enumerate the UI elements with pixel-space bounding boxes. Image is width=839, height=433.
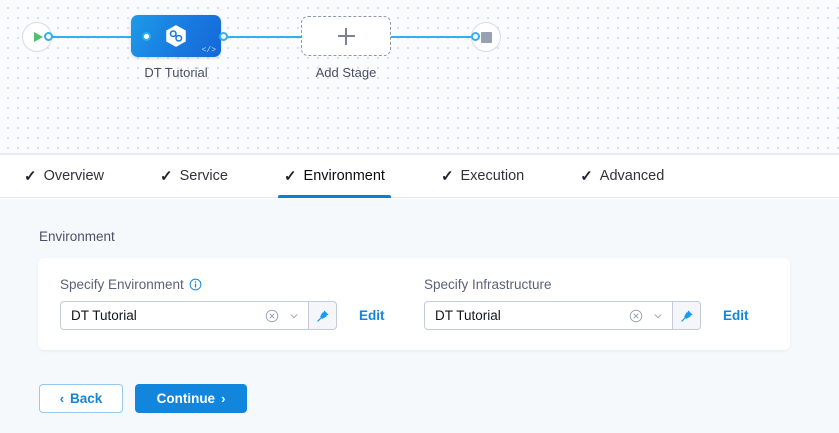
chevron-down-icon[interactable]	[288, 310, 300, 322]
pipeline-canvas[interactable]: </> DT Tutorial Add Stage	[0, 0, 839, 155]
specify-infrastructure-row: DT Tutorial Edit	[424, 301, 749, 330]
infrastructure-edit-link[interactable]: Edit	[723, 308, 749, 323]
add-stage-node[interactable]	[301, 16, 391, 56]
pipeline-edge-start-to-stage	[44, 36, 147, 38]
pipeline-edge-stage-to-add	[224, 36, 301, 38]
specify-environment-label: Specify Environment	[60, 277, 184, 292]
code-badge: </>	[201, 46, 216, 55]
connector-dot-stage-in[interactable]	[142, 32, 151, 41]
connector-dot-stage-out[interactable]	[219, 32, 228, 41]
check-icon: ✓	[283, 167, 297, 185]
circle-x-icon[interactable]	[265, 309, 279, 323]
infrastructure-select[interactable]: DT Tutorial	[424, 301, 673, 330]
back-button-label: Back	[70, 391, 103, 406]
tab-label: Environment	[303, 168, 385, 184]
chevron-left-icon: ‹	[59, 391, 65, 406]
back-button[interactable]: ‹ Back	[39, 384, 123, 413]
environment-select[interactable]: DT Tutorial	[60, 301, 309, 330]
info-icon[interactable]	[189, 278, 202, 291]
connector-dot-end[interactable]	[471, 32, 480, 41]
tab-label: Execution	[460, 168, 525, 184]
section-title: Environment	[39, 229, 115, 244]
connector-dot-start[interactable]	[44, 32, 53, 41]
pipeline-stage-label: DT Tutorial	[144, 65, 208, 80]
tab-label: Overview	[43, 168, 105, 184]
environment-select-value: DT Tutorial	[71, 308, 137, 323]
specify-infrastructure-label-row: Specify Infrastructure	[424, 276, 749, 293]
environment-pin-button[interactable]	[309, 301, 337, 330]
play-icon	[34, 32, 43, 42]
stop-icon	[480, 31, 492, 43]
circle-x-icon[interactable]	[629, 309, 643, 323]
wizard-footer: ‹ Back Continue ›	[39, 384, 247, 413]
step-tabs: ✓ Overview ✓ Service ✓ Environment ✓ Exe…	[0, 155, 839, 198]
environment-edit-link[interactable]: Edit	[359, 308, 385, 323]
pin-icon	[680, 309, 693, 322]
chevron-right-icon: ›	[221, 391, 226, 406]
continue-button[interactable]: Continue ›	[135, 384, 247, 413]
tab-label: Service	[179, 168, 228, 184]
specify-environment-group: Specify Environment DT Tutorial	[60, 276, 385, 330]
infrastructure-pin-button[interactable]	[673, 301, 701, 330]
pipeline-edge-add-to-end	[391, 36, 476, 38]
tab-overview[interactable]: ✓ Overview	[18, 155, 110, 198]
specify-infrastructure-group: Specify Infrastructure DT Tutorial	[424, 276, 749, 330]
specify-infrastructure-label: Specify Infrastructure	[424, 277, 552, 292]
start-node[interactable]	[22, 22, 52, 52]
environment-card: Specify Environment DT Tutorial	[38, 258, 790, 350]
plus-icon	[337, 27, 355, 45]
pin-icon	[316, 309, 329, 322]
specify-environment-label-row: Specify Environment	[60, 276, 385, 293]
infrastructure-select-value: DT Tutorial	[435, 308, 501, 323]
end-node[interactable]	[471, 22, 501, 52]
tab-execution[interactable]: ✓ Execution	[435, 155, 530, 198]
add-stage-label: Add Stage	[315, 65, 377, 80]
continue-button-label: Continue	[156, 391, 216, 406]
tab-advanced[interactable]: ✓ Advanced	[574, 155, 670, 198]
check-icon: ✓	[24, 167, 37, 185]
specify-environment-row: DT Tutorial Edit	[60, 301, 385, 330]
hexagon-link-icon	[166, 25, 186, 47]
tab-service[interactable]: ✓ Service	[154, 155, 234, 198]
canvas-divider	[0, 153, 839, 155]
check-icon: ✓	[160, 167, 173, 185]
check-icon: ✓	[440, 167, 454, 185]
check-icon: ✓	[580, 167, 593, 185]
chevron-down-icon[interactable]	[652, 310, 664, 322]
tab-environment[interactable]: ✓ Environment	[277, 155, 391, 198]
tab-label: Advanced	[599, 168, 665, 184]
